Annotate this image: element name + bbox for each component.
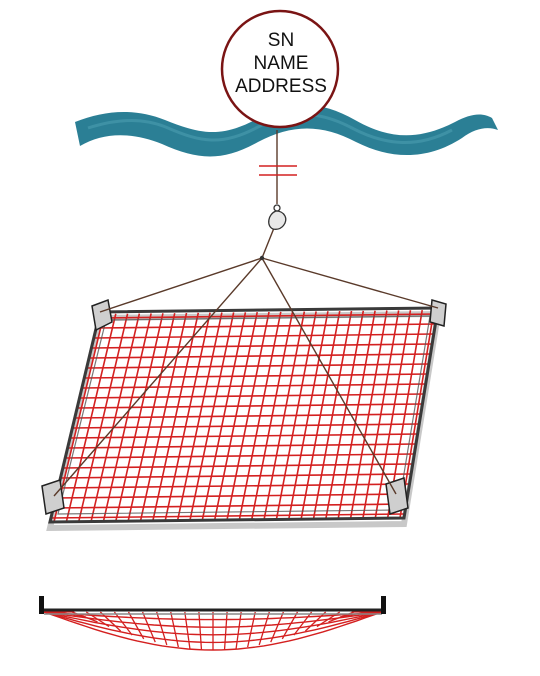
side-net-drop-line <box>141 611 156 643</box>
side-net-drop-line <box>184 611 191 649</box>
corner-bracket-top-right <box>429 299 447 327</box>
ring-net-side-view <box>39 596 386 651</box>
side-net-drop-line <box>113 611 133 636</box>
corner-bracket-top-left <box>91 298 113 332</box>
ring-net-main <box>41 255 447 532</box>
net-mesh-horizontal-line <box>87 363 430 369</box>
side-net-drop-line <box>247 611 256 648</box>
net-mesh-horizontal-line <box>79 393 425 399</box>
buoy-circle <box>220 9 340 129</box>
net-mesh-horizontal-line <box>69 433 418 439</box>
net-mesh-horizontal-line <box>92 343 433 349</box>
side-net-drop-line <box>281 611 299 640</box>
swivel-eye <box>273 204 281 212</box>
swivel-clip <box>268 204 287 230</box>
side-net-drop-line <box>258 611 270 646</box>
bridle-apex-ring <box>259 255 265 261</box>
bridle-line-bottom-left <box>53 257 263 497</box>
net-mesh-horizontal-line <box>64 453 415 459</box>
net-mesh-horizontal-line <box>74 413 422 419</box>
net-mesh-horizontal-line <box>67 443 416 449</box>
bridle-line-bottom-right <box>261 257 397 495</box>
buoy-line <box>259 130 297 259</box>
corner-bracket-bottom-left <box>41 479 65 515</box>
net-mesh-horizontal-line <box>62 463 413 469</box>
side-net-drop-line <box>270 611 285 643</box>
net-mesh-horizontal-line <box>94 333 435 339</box>
water-wave-band <box>75 105 498 157</box>
side-net-drop-line <box>198 611 203 650</box>
side-net-drop-line <box>99 611 122 632</box>
bridle-line-top-left <box>99 257 263 313</box>
buoy-label-serial: SN <box>268 30 294 51</box>
net-mesh-horizontal-line <box>99 313 439 319</box>
side-net-drop-line <box>293 611 313 636</box>
net-mesh-horizontal-line <box>72 423 420 429</box>
side-frame-post-left <box>39 596 44 614</box>
side-net-drop-line <box>127 611 145 640</box>
net-mesh-horizontal-line <box>54 493 408 499</box>
rope-swivel-to-harness <box>261 227 275 259</box>
net-mesh <box>49 309 439 523</box>
net-mesh-horizontal-line <box>77 403 423 409</box>
bridle-lines <box>53 255 439 497</box>
side-net-drop-line <box>223 611 228 650</box>
net-mesh-horizontal-line <box>59 473 411 479</box>
buoy-label-name: NAME <box>254 53 309 74</box>
bridle-line-top-right <box>261 257 439 309</box>
net-mesh-horizontal-line <box>89 353 432 359</box>
buoy: SN NAME ADDRESS <box>220 9 340 129</box>
net-mesh-horizontal-line <box>57 483 410 489</box>
net-mesh-horizontal-line <box>49 513 405 519</box>
buoy-label-address: ADDRESS <box>235 76 327 97</box>
water-wave <box>75 105 498 157</box>
side-net-drop-line <box>304 611 327 632</box>
net-frame <box>48 306 440 524</box>
side-net-drop-line <box>170 611 179 648</box>
net-mesh-horizontal-line <box>82 383 427 389</box>
swivel-body <box>268 210 287 230</box>
side-frame-post-right <box>381 596 386 614</box>
net-mesh-horizontal-line <box>97 323 437 329</box>
side-net-drop-line <box>156 611 168 646</box>
water-wave-highlight <box>87 113 453 145</box>
net-mesh-horizontal-line <box>84 373 428 379</box>
side-net-drop-line <box>235 611 242 649</box>
net-mesh-horizontal-line <box>52 503 406 509</box>
side-net-mesh <box>43 611 383 651</box>
